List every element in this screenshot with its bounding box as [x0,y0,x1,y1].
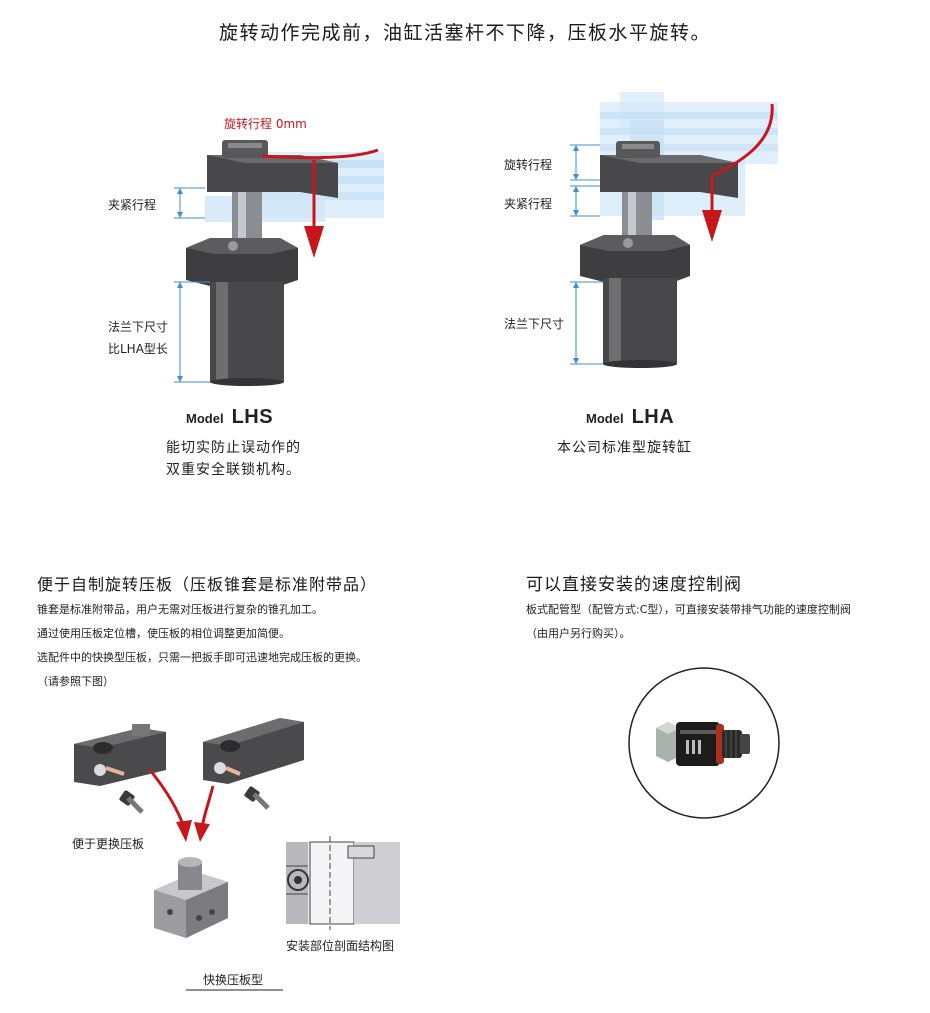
lha-clamp-stroke-label: 夹紧行程 [504,197,553,211]
lhs-desc-line1: 能切实防止误动作的 [166,440,301,456]
caption-quick-change: 快换压板型 [203,973,264,987]
lever-section-line-1: 锥套是标准附带品，用户无需对压板进行复杂的锥孔加工。 [37,603,323,616]
lha-model: Model LHA [586,406,674,429]
page-headline: 旋转动作完成前，油缸活塞杆不下降，压板水平旋转。 [218,22,711,44]
lha-model-prefix: Model [586,411,624,426]
lhs-desc-line2: 双重安全联锁机构。 [166,462,301,478]
lever-section-line-4: （请参照下图） [37,675,114,688]
caption-section-view: 安装部位剖面结构图 [286,939,395,953]
lha-rotate-stroke-label: 旋转行程 [504,158,553,172]
lhs-model-prefix: Model [186,411,224,426]
lhs-flange-label-line1: 法兰下尺寸 [108,320,169,334]
valve-section-line-2: （由用户另行购买）。 [526,627,631,640]
lha-flange-label: 法兰下尺寸 [504,317,565,331]
lhs-model: Model LHS [186,406,273,429]
lhs-flange-label-line2: 比LHA型长 [108,342,168,356]
valve-section-title: 可以直接安装的速度控制阀 [526,575,742,595]
lever-section-line-3: 选配件中的快换型压板，只需一把扳手即可迅速地完成压板的更换。 [37,651,367,664]
lhs-model-name: LHS [231,406,274,428]
lever-section-line-2: 通过使用压板定位槽，使压板的相位调整更加简便。 [37,627,290,640]
lha-desc-line1: 本公司标准型旋转缸 [557,440,692,456]
caption-easy-change: 便于更换压板 [72,837,145,851]
lha-model-name: LHA [631,406,675,428]
lhs-rotate-stroke-label: 旋转行程 0mm [224,117,307,131]
lever-section-title: 便于自制旋转压板（压板锥套是标准附带品） [37,575,378,594]
valve-section-line-1: 板式配管型（配管方式:C型），可直接安装带排气功能的速度控制阀 [526,603,851,616]
lhs-clamp-stroke-label: 夹紧行程 [108,198,157,212]
